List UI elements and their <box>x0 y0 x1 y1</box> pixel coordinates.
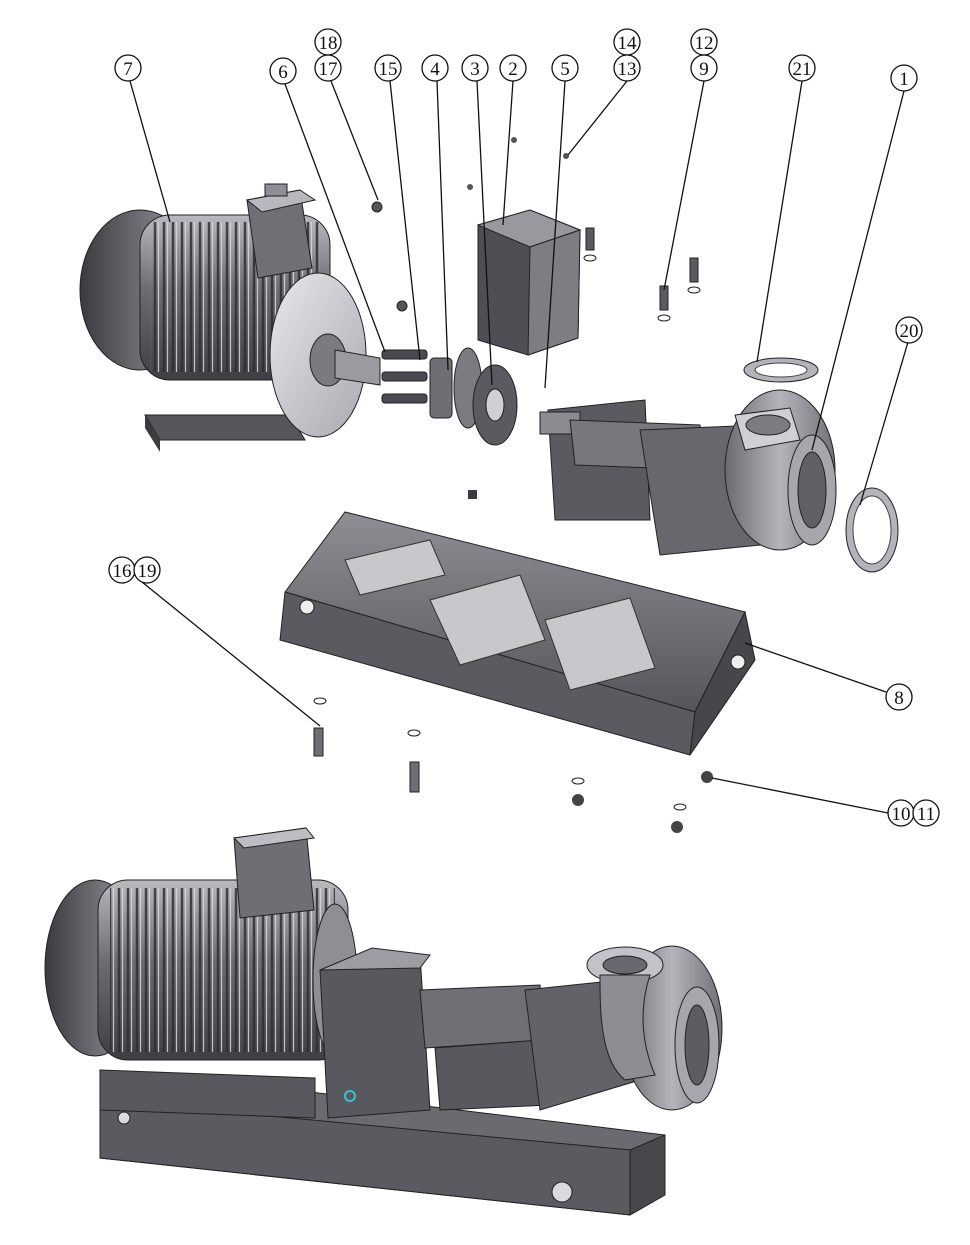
callout-16: 16 <box>108 556 136 584</box>
callout-21: 21 <box>788 54 816 82</box>
callout-19-label: 19 <box>138 561 157 582</box>
callout-14: 14 <box>613 28 641 56</box>
callout-5-label: 5 <box>560 59 570 80</box>
callout-3: 3 <box>461 54 489 82</box>
coupling-guard <box>476 209 582 356</box>
callout-21-label: 21 <box>793 59 812 80</box>
assembled-coupling-guard <box>319 947 431 1119</box>
callout-11-label: 11 <box>917 804 935 825</box>
assembled-motor <box>44 827 358 1119</box>
callout-15: 15 <box>374 54 402 82</box>
pump-unit <box>539 389 837 556</box>
callout-18: 18 <box>314 28 342 56</box>
callout-9-label: 9 <box>699 59 709 80</box>
assembled-pump <box>419 945 723 1111</box>
leader-lines <box>129 80 909 814</box>
callout-12-label: 12 <box>695 33 714 54</box>
motor <box>79 183 381 452</box>
callout-13: 13 <box>613 54 641 82</box>
callout-12: 12 <box>690 28 718 56</box>
fasteners <box>371 137 701 499</box>
coupling-assembly <box>381 347 518 446</box>
callout-17-label: 17 <box>319 59 338 80</box>
callout-3-label: 3 <box>470 59 480 80</box>
callout-17: 17 <box>314 54 342 82</box>
callout-1-label: 1 <box>899 69 909 90</box>
coupling-pins <box>381 349 453 419</box>
callout-4: 4 <box>421 54 449 82</box>
callout-7: 7 <box>114 54 142 82</box>
callout-18-label: 18 <box>319 33 338 54</box>
callout-1: 1 <box>890 64 918 92</box>
callout-6-label: 6 <box>278 62 288 83</box>
callout-2: 2 <box>499 54 527 82</box>
callout-16-label: 16 <box>113 561 132 582</box>
callout-8: 8 <box>885 683 913 711</box>
callout-2-label: 2 <box>508 59 518 80</box>
cyan-marker-icon <box>344 1090 356 1102</box>
callout-10: 10 <box>887 799 915 827</box>
callout-5: 5 <box>551 54 579 82</box>
exploded-view <box>79 137 899 833</box>
callout-6: 6 <box>269 57 297 85</box>
callout-20: 20 <box>895 316 923 344</box>
callout-7-label: 7 <box>123 59 133 80</box>
callout-9: 9 <box>690 54 718 82</box>
callout-20-label: 20 <box>900 321 919 342</box>
callout-15-label: 15 <box>379 59 398 80</box>
base-bolts <box>313 697 713 833</box>
callout-14-label: 14 <box>618 33 638 54</box>
callout-4-label: 4 <box>430 59 440 80</box>
assembled-view <box>44 827 723 1216</box>
callout-10-label: 10 <box>892 804 911 825</box>
callout-13-label: 13 <box>618 59 637 80</box>
base-frame <box>279 511 756 756</box>
callouts: 7 18 17 6 15 4 3 2 <box>108 28 940 827</box>
callout-11: 11 <box>912 799 940 827</box>
callout-8-label: 8 <box>894 688 904 709</box>
gasket-20 <box>845 487 899 573</box>
gasket-21 <box>743 357 819 383</box>
callout-19: 19 <box>133 556 161 584</box>
